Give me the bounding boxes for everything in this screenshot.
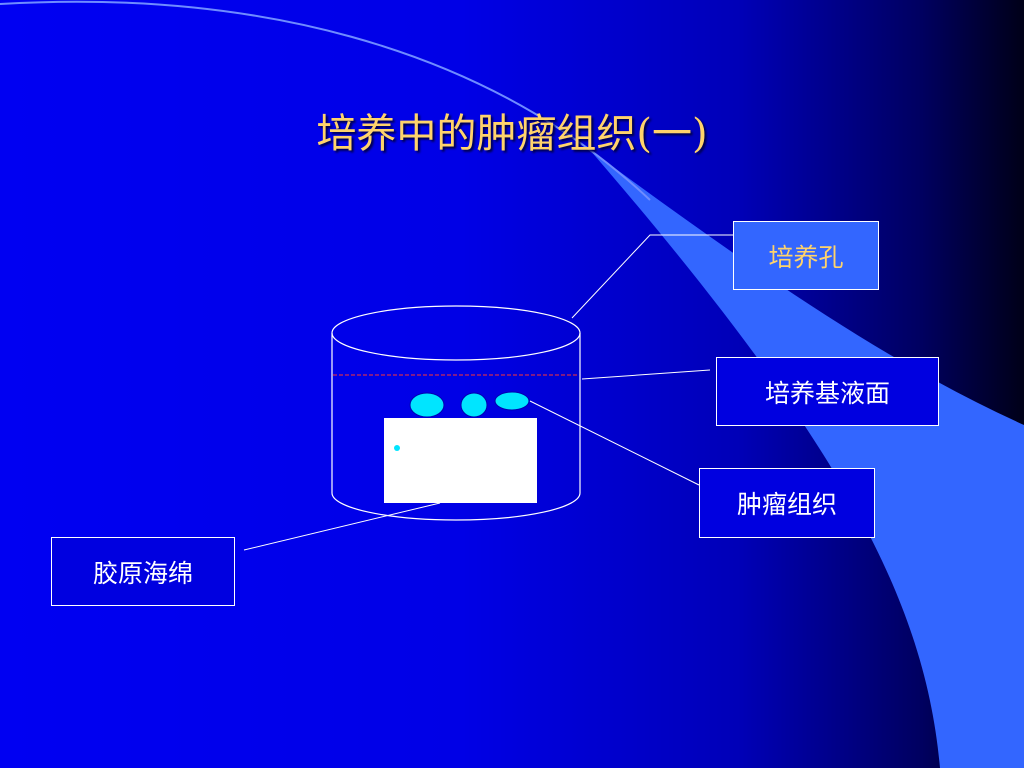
sponge-dot [394,445,400,451]
slide-title: 培养中的肿瘤组织(一) [316,111,708,157]
well-rim [331,305,581,361]
collagen-sponge [384,418,537,503]
tumor-piece [494,391,530,411]
leader-line-culture-well [571,234,733,319]
background-swoosh [590,150,1024,768]
label-medium-surface: 培养基液面 [716,357,939,426]
leader-line-tumor-tissue [529,400,700,486]
leader-line-collagen-sponge [243,502,441,551]
tumor-piece [460,392,488,418]
label-tumor-tissue: 肿瘤组织 [699,468,875,538]
well-body [331,333,581,521]
background-arc-line [0,0,651,201]
tumor-piece [409,392,445,418]
label-collagen-sponge: 胶原海绵 [51,537,235,606]
culture-well [331,305,581,521]
label-culture-well: 培养孔 [733,221,879,290]
leader-line-medium-surface [581,369,711,380]
